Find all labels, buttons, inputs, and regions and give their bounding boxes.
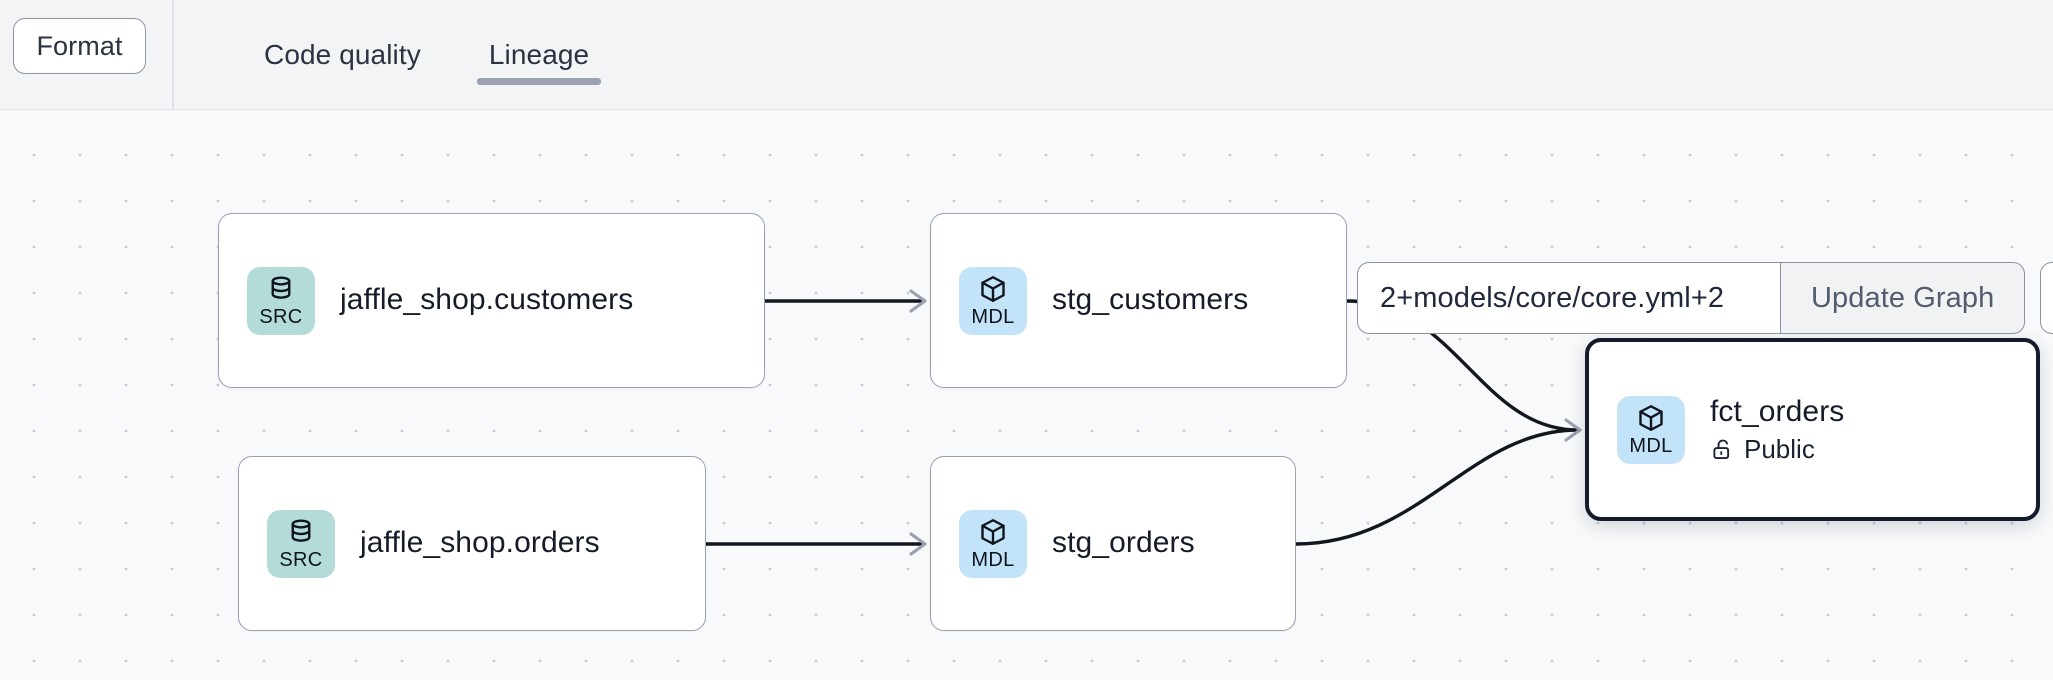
edge-src-customers-to-stg-customers [765,289,927,313]
cube-icon [981,519,1005,545]
node-body: stg_customers [1052,283,1248,318]
format-button[interactable]: Format [13,18,146,74]
node-label: jaffle_shop.customers [340,283,634,317]
node-body: jaffle_shop.customers [340,283,633,318]
lineage-node-stg-customers[interactable]: MDL stg_customers [930,213,1347,388]
tab-label: Code quality [264,39,421,70]
unlock-icon [1713,439,1730,460]
database-icon [271,276,291,299]
node-badge-mdl: MDL [959,266,1027,335]
node-visibility-label: Public [1744,434,1815,465]
tab-underline [252,78,433,85]
tab-code-quality[interactable]: Code quality [230,0,455,110]
node-badge-mdl: MDL [1617,395,1685,464]
node-label: stg_customers [1052,283,1249,317]
lineage-node-src-orders[interactable]: SRC jaffle_shop.orders [238,456,706,631]
tab-underline [476,78,602,85]
edge-stg-orders-to-fct-orders [1295,418,1582,546]
lineage-canvas[interactable]: SRC jaffle_shop.customers MDL stg_custom… [0,110,2053,680]
node-body: jaffle_shop.orders [360,526,600,561]
tab-bar: Code quality Lineage [230,0,623,110]
node-body: fct_orders Public [1710,395,1844,464]
edge-src-orders-to-stg-orders [706,532,927,556]
node-badge-src: SRC [247,266,315,335]
graph-selector-toolbar: Update Graph [1357,262,2026,334]
node-badge-label: MDL [971,549,1015,571]
node-badge-label: MDL [971,306,1015,328]
cube-icon [1639,405,1663,431]
node-label: fct_orders [1710,394,1845,428]
selector-input[interactable] [1357,262,1780,334]
database-icon [291,519,311,542]
editor-toolbar: Format Code quality Lineage [0,0,2053,110]
node-label: jaffle_shop.orders [360,526,600,560]
node-label: stg_orders [1052,526,1195,560]
lineage-node-fct-orders[interactable]: MDL fct_orders Public [1585,338,2040,521]
lineage-node-src-customers[interactable]: SRC jaffle_shop.customers [218,213,765,388]
lineage-node-stg-orders[interactable]: MDL stg_orders [930,456,1296,631]
toolbar-divider [172,0,174,110]
node-badge-label: MDL [1629,435,1673,457]
update-graph-button[interactable]: Update Graph [1780,262,2026,334]
node-badge-src: SRC [267,509,335,578]
node-body: stg_orders [1052,526,1195,561]
node-badge-mdl: MDL [959,509,1027,578]
tab-lineage[interactable]: Lineage [455,0,623,110]
graph-options-button[interactable] [2040,262,2053,334]
tab-label: Lineage [488,39,590,70]
node-badge-label: SRC [259,306,303,328]
node-visibility: Public [1710,435,1844,464]
node-badge-label: SRC [279,549,323,571]
cube-icon [981,276,1005,302]
